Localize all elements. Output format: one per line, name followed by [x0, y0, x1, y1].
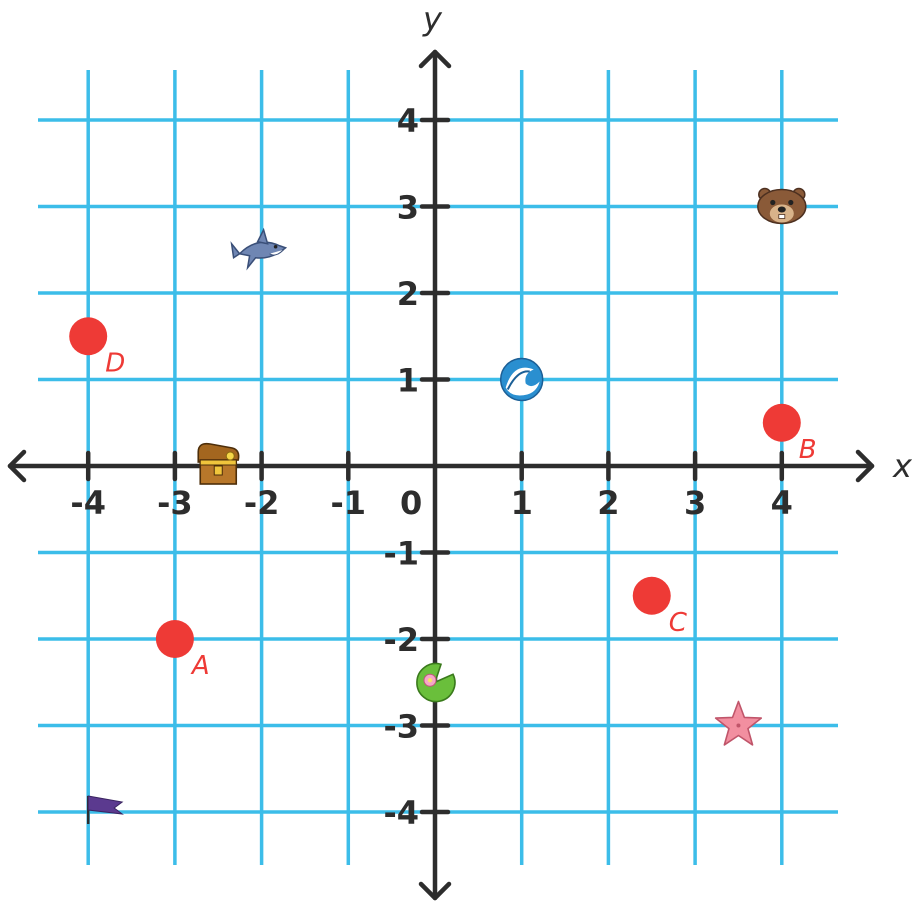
pictures	[86, 187, 807, 824]
y-axis-arrow-up	[418, 49, 452, 69]
point-b	[762, 403, 801, 442]
y-tick-label: 2	[397, 275, 419, 313]
point-d	[69, 317, 108, 356]
x-tick-label: 2	[597, 484, 619, 522]
flag-icon	[86, 795, 124, 824]
y-axis-title: y	[422, 0, 443, 38]
y-tick-label: 4	[397, 102, 419, 140]
point-label-c: C	[669, 608, 688, 638]
point-label-d: D	[105, 348, 125, 378]
x-axis-title: x	[892, 447, 912, 485]
y-tick-label: -3	[383, 708, 419, 746]
y-tick-label: 1	[397, 362, 419, 400]
point-label-a: A	[190, 651, 210, 681]
wave-icon	[499, 357, 544, 402]
x-axis-arrow-left	[7, 449, 27, 483]
point-a	[155, 620, 194, 658]
x-tick-label: 4	[771, 484, 793, 522]
x-tick-label: -1	[331, 484, 367, 522]
x-tick-label: 1	[511, 484, 533, 522]
y-axis-arrow-down	[418, 881, 452, 901]
treasure-chest-icon	[197, 442, 240, 485]
y-tick-label: -1	[383, 535, 419, 573]
x-tick-label: -4	[70, 484, 106, 522]
x-axis-arrow-right	[855, 449, 875, 483]
point-label-b: B	[799, 435, 817, 465]
point-c	[632, 576, 671, 615]
ticks	[85, 117, 785, 815]
y-tick-label: 3	[397, 189, 419, 227]
points: A B C D	[69, 317, 817, 681]
y-tick-label: -4	[383, 794, 419, 832]
x-tick-label: 3	[684, 484, 706, 522]
otter-icon	[757, 187, 807, 225]
shark-icon	[230, 227, 288, 271]
x-tick-label: -2	[244, 484, 280, 522]
tick-labels: -4 -3 -2 -1 1 2 3 4 4 3 2 1 -1 -2 -3 -4	[70, 102, 793, 832]
x-tick-label: -3	[157, 484, 193, 522]
starfish-icon	[714, 700, 763, 746]
axes	[7, 49, 875, 901]
y-tick-label: -2	[383, 621, 419, 659]
lily-pad-icon	[416, 662, 456, 703]
origin-label: 0	[400, 484, 422, 522]
